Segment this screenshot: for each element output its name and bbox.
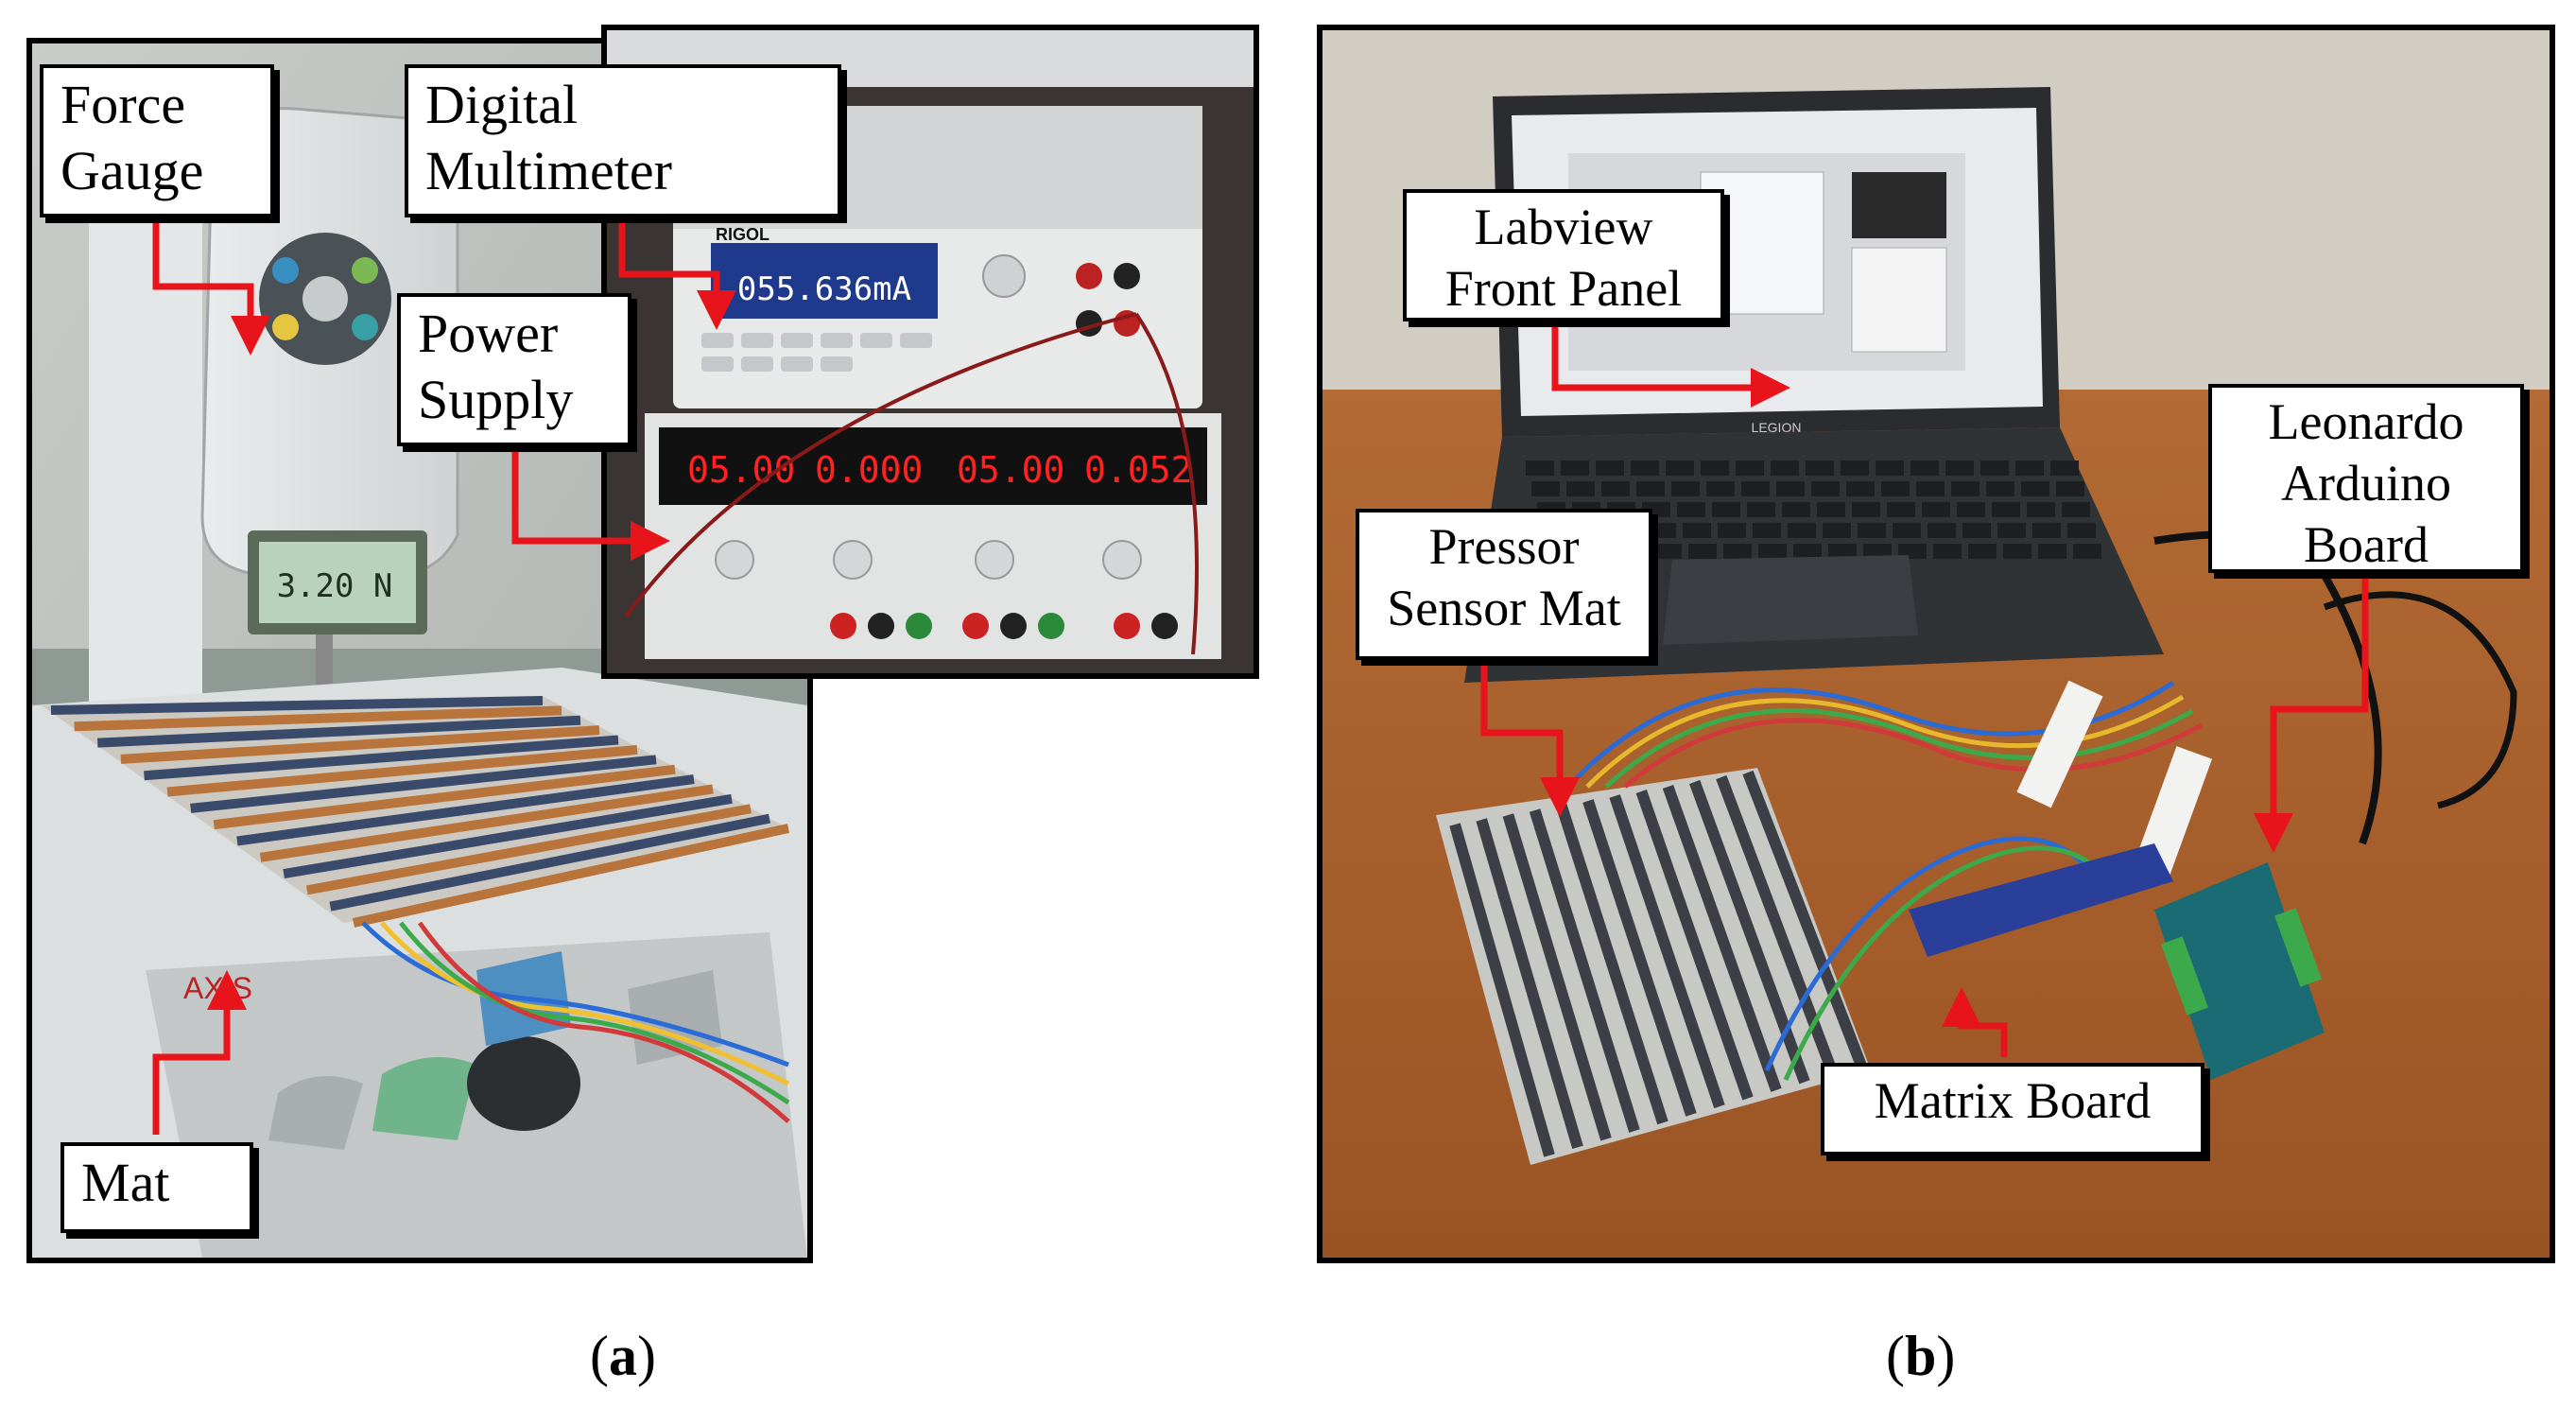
caption-b: (b): [1886, 1325, 1956, 1387]
rigol-logo: RIGOL: [716, 225, 769, 244]
psu-ch2-current: 0.052: [1084, 449, 1192, 491]
caption-b-letter: b: [1904, 1325, 1937, 1387]
labview-label: Labview Front Panel: [1403, 189, 1724, 321]
caption-a: (a): [590, 1325, 656, 1387]
pressor-sensor-mat-label: Pressor Sensor Mat: [1356, 509, 1652, 660]
matrix-board-device: [1909, 843, 2173, 957]
caption-a-letter: a: [608, 1325, 637, 1387]
gauge-reading: 3.20 N: [277, 567, 393, 605]
psu-ch2-voltage: 05.00: [957, 449, 1064, 491]
matrix-board-label: Matrix Board: [1821, 1063, 2204, 1155]
leonardo-arduino-label: Leonardo Arduino Board: [2208, 384, 2524, 573]
panel-a-inset-photo: RIGOL 055.636mA 05.00 0.000 05.00 0.052: [601, 25, 1259, 679]
instrument-stack-scene: RIGOL 055.636mA 05.00 0.000 05.00 0.052: [607, 30, 1253, 673]
multimeter-reading: 055.636mA: [737, 270, 911, 308]
laptop-brand: LEGION: [1752, 420, 1802, 435]
mat-label: Mat: [61, 1142, 253, 1233]
axis-logo: AXIS: [183, 971, 252, 1005]
power-supply-label: Power Supply: [397, 293, 631, 446]
multimeter-display: [711, 243, 938, 319]
gauge-lcd: [259, 542, 416, 623]
force-gauge-label: Force Gauge: [40, 64, 274, 217]
digital-multimeter-label: Digital Multimeter: [405, 64, 841, 217]
psu-ch1-current: 0.000: [815, 449, 923, 491]
